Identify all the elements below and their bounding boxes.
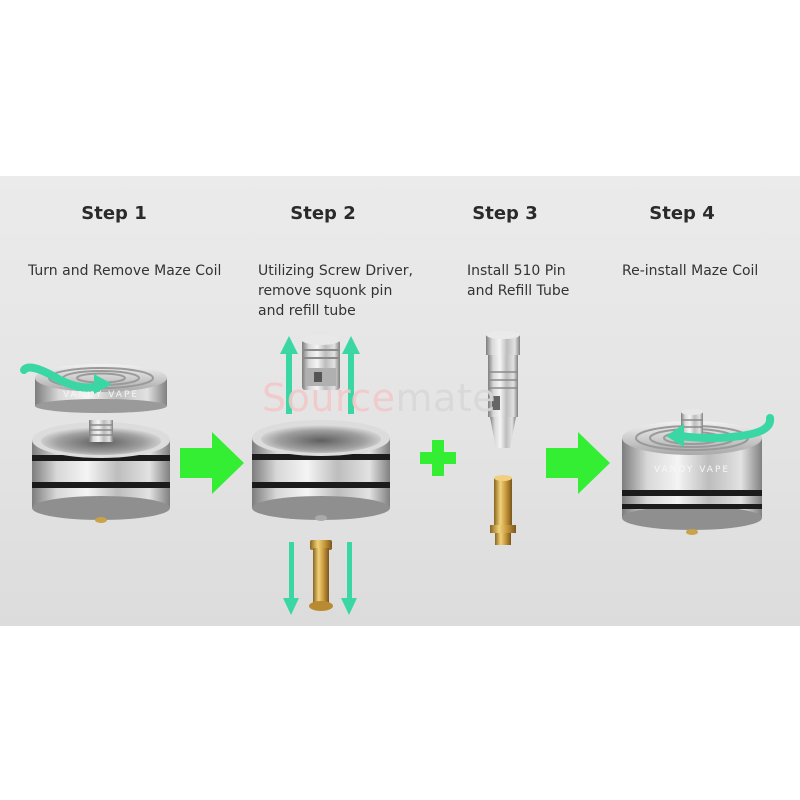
step-2-desc-line: remove squonk pin [258, 283, 393, 299]
step-2-desc-line: and refill tube [258, 303, 356, 319]
engraving-text: VANDY VAPE [63, 390, 139, 400]
step-1-description: Turn and Remove Maze Coil [28, 261, 221, 281]
rotate-arrow-icon [20, 363, 112, 394]
step-3-description: Install 510 Pin and Refill Tube [467, 261, 569, 301]
step-4-illustration: VANDY VAPE [622, 409, 775, 535]
brass-refill-tube-part [490, 475, 516, 545]
step-4-title: Step 4 [649, 203, 715, 224]
step-3-title: Step 3 [472, 203, 538, 224]
step-3-desc-line: Install 510 Pin [467, 263, 566, 279]
right-arrow-icon [180, 432, 244, 494]
right-arrow-icon [546, 432, 610, 494]
step-2-desc-line: Utilizing Screw Driver, [258, 263, 413, 279]
510-pin-part [486, 331, 520, 448]
up-arrow-icon [280, 336, 360, 414]
watermark: Sourcemate [262, 376, 496, 420]
rda-base [32, 420, 170, 523]
down-arrow-icon [283, 542, 357, 615]
step-4-desc-line: Re-install Maze Coil [622, 263, 759, 279]
step-4-description: Re-install Maze Coil [622, 261, 758, 281]
plus-icon [420, 440, 456, 476]
rda-assembled: VANDY VAPE [622, 409, 762, 535]
watermark-part-1: Source [262, 376, 396, 420]
refill-tube-part [309, 540, 333, 611]
step-1-illustration: VANDY VAPE [20, 363, 170, 523]
step-2-illustration [252, 335, 390, 615]
watermark-part-2: mate [395, 376, 497, 420]
step-2-title: Step 2 [290, 203, 356, 224]
step-3-illustration [486, 331, 520, 545]
step-3-desc-line: and Refill Tube [467, 283, 570, 299]
rda-base [252, 420, 390, 521]
step-1-title: Step 1 [81, 203, 147, 224]
rotate-arrow-icon [666, 414, 775, 447]
step-1-desc-line: Turn and Remove Maze Coil [28, 263, 222, 279]
engraving-text: VANDY VAPE [654, 465, 730, 475]
step-2-description: Utilizing Screw Driver, remove squonk pi… [258, 261, 413, 321]
squonk-pin-part [302, 335, 340, 390]
